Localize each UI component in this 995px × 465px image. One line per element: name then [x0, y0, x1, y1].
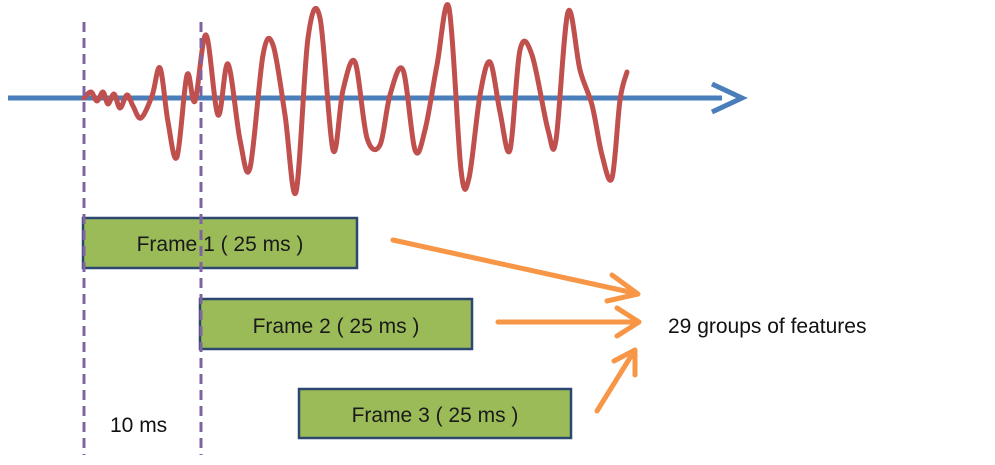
frame-2: Frame 2 ( 25 ms ): [198, 297, 474, 351]
frame-1-arrow: [390, 237, 641, 304]
frame-1-box: [81, 216, 359, 270]
speech-waveform: [81, 2, 630, 197]
feature-arrows: [390, 237, 642, 414]
frame-2-label: Frame 2 ( 25 ms ): [253, 315, 420, 338]
time-axis-arrowhead: [710, 81, 748, 115]
frame-3-label: Frame 3 ( 25 ms ): [352, 404, 519, 427]
frame-3-arrow: [594, 347, 638, 414]
frame-1: Frame 1 ( 25 ms ): [81, 216, 359, 270]
frame-3: Frame 3 ( 25 ms ): [297, 387, 573, 440]
frame-2-arrow: [495, 305, 642, 339]
step-label: 10 ms: [110, 414, 167, 437]
frame-2-box: [198, 297, 474, 351]
output-label: 29 groups of features: [668, 315, 866, 338]
frame-1-label: Frame 1 ( 25 ms ): [137, 233, 304, 256]
frame-3-box: [297, 387, 573, 440]
